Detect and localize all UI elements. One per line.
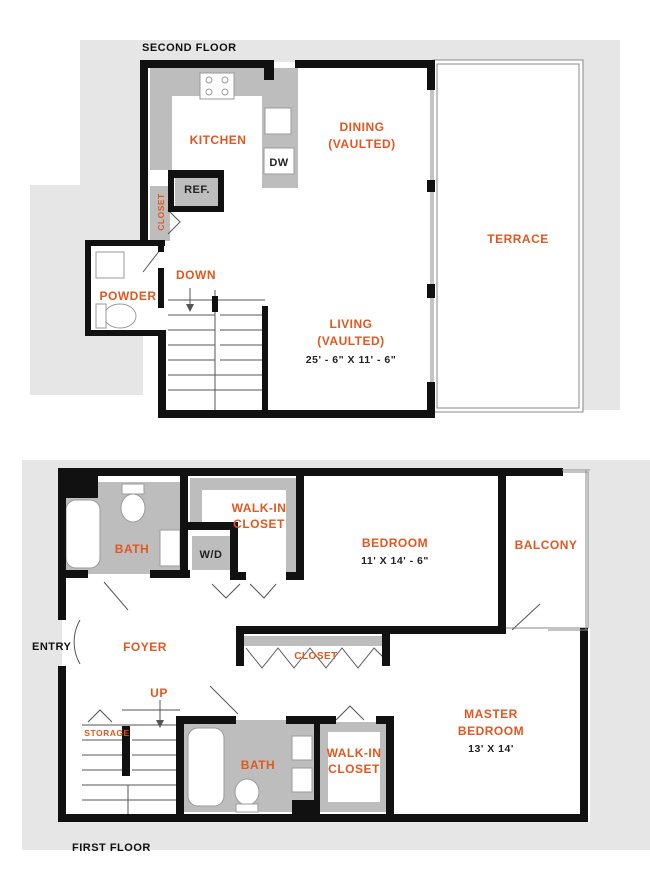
walkin1-door[interactable] bbox=[211, 583, 241, 599]
second-floor-walls bbox=[85, 60, 435, 418]
left-notch bbox=[0, 185, 30, 410]
walkin1-shelf-top bbox=[190, 478, 298, 490]
living-note: (VAULTED) bbox=[317, 334, 384, 348]
bath1-label: BATH bbox=[115, 542, 149, 556]
walkin1-label-line2: CLOSET bbox=[233, 517, 285, 531]
washer-dryer-label: W/D bbox=[200, 549, 223, 561]
terrace-inner-outline bbox=[436, 63, 580, 409]
balcony-floor bbox=[498, 470, 588, 630]
terrace-outline bbox=[432, 59, 584, 413]
cooktop-icon bbox=[199, 72, 235, 100]
kitchen-counter-left bbox=[150, 68, 172, 170]
walkin2-label-line2: CLOSET bbox=[328, 762, 380, 776]
second-floor bbox=[85, 59, 584, 418]
toilet-tank-icon bbox=[95, 303, 107, 329]
balcony-door[interactable] bbox=[511, 603, 541, 631]
closet-bifold-doors[interactable] bbox=[245, 647, 389, 669]
bedroom-door[interactable] bbox=[249, 583, 277, 599]
bathtub-icon bbox=[187, 727, 225, 807]
master-bedroom-dimensions: 13' X 14' bbox=[468, 743, 514, 755]
walkin2-shelf-top bbox=[318, 722, 390, 732]
living-dimensions: 25' - 6" X 11' - 6" bbox=[306, 354, 396, 366]
powder-toilet-icon bbox=[103, 303, 137, 329]
powder-door[interactable] bbox=[142, 249, 161, 273]
down-label: DOWN bbox=[176, 268, 216, 282]
left-margin-bottom bbox=[0, 460, 22, 850]
entry-label: ENTRY bbox=[32, 641, 72, 653]
first-floor-stairs bbox=[82, 700, 180, 822]
foyer-label: FOYER bbox=[123, 640, 167, 654]
bathtub-icon bbox=[65, 499, 101, 569]
terrace-label: TERRACE bbox=[487, 232, 549, 246]
refrigerator-label: REF. bbox=[184, 184, 210, 196]
living-label: LIVING bbox=[329, 317, 372, 331]
middle-gap-left bbox=[0, 395, 160, 415]
bath2-sink-icon bbox=[291, 735, 313, 761]
burner-icon bbox=[205, 76, 213, 84]
closet-shelf bbox=[150, 186, 170, 241]
walkin2-shelf-right bbox=[380, 722, 390, 812]
first-floor-walls bbox=[58, 468, 588, 822]
refrigerator-icon bbox=[175, 175, 219, 207]
closet-door[interactable] bbox=[167, 209, 181, 235]
burner-icon bbox=[221, 88, 229, 96]
bedroom-dimensions: 11' X 14' - 6" bbox=[361, 555, 429, 567]
washer-dryer-icon bbox=[192, 536, 230, 570]
toilet-icon bbox=[234, 778, 260, 806]
toilet-tank-icon bbox=[121, 483, 145, 495]
balcony-label: BALCONY bbox=[515, 538, 578, 552]
walkin2-shelf-bottom bbox=[318, 802, 390, 812]
walkin2-door[interactable] bbox=[335, 705, 365, 721]
second-floor-label: SECOND FLOOR bbox=[142, 42, 237, 54]
bath2-label: BATH bbox=[241, 758, 275, 772]
kitchen-sink-icon bbox=[264, 107, 292, 135]
powder-sink-icon bbox=[95, 251, 125, 279]
walkin1-shelf-left bbox=[190, 478, 202, 528]
dishwasher-icon bbox=[263, 147, 295, 175]
dining-note: (VAULTED) bbox=[328, 137, 395, 151]
down-arrow-icon bbox=[186, 304, 194, 312]
top-margin bbox=[0, 0, 650, 40]
terrace-floor bbox=[433, 60, 583, 412]
middle-gap bbox=[0, 410, 650, 460]
bottom-margin bbox=[0, 850, 650, 886]
storage-door[interactable] bbox=[87, 709, 113, 723]
walkin2-shelf-left bbox=[318, 722, 328, 812]
closet-label: CLOSET bbox=[156, 193, 166, 231]
up-label: UP bbox=[150, 686, 168, 700]
kitchen-label: KITCHEN bbox=[190, 133, 247, 147]
entry-door[interactable] bbox=[73, 619, 81, 665]
first-floor bbox=[58, 468, 590, 822]
bedroom-label: BEDROOM bbox=[362, 536, 428, 550]
top-left-margin bbox=[0, 0, 80, 185]
up-arrow-icon bbox=[156, 720, 164, 728]
master-bedroom-label-line2: BEDROOM bbox=[458, 724, 524, 738]
closet-shelf bbox=[242, 636, 390, 646]
walkin2-label-line1: WALK-IN bbox=[327, 746, 382, 760]
bath1-door[interactable] bbox=[103, 581, 129, 611]
first-floor-label: FIRST FLOOR bbox=[72, 842, 151, 854]
storage-label: STORAGE bbox=[84, 728, 129, 738]
dishwasher-label: DW bbox=[269, 157, 288, 169]
toilet-icon bbox=[120, 493, 146, 523]
walkin1-shelf-right bbox=[286, 478, 298, 574]
closet-label: CLOSET bbox=[294, 651, 338, 662]
right-margin-top bbox=[620, 0, 650, 410]
burner-icon bbox=[221, 76, 229, 84]
toilet-tank-icon bbox=[235, 803, 259, 813]
master-bedroom-label-line1: MASTER bbox=[464, 707, 518, 721]
bath1-sink-icon bbox=[159, 529, 181, 567]
dining-label: DINING bbox=[340, 120, 385, 134]
powder-label: POWDER bbox=[100, 289, 157, 303]
walkin1-label-line1: WALK-IN bbox=[232, 501, 287, 515]
burner-icon bbox=[205, 88, 213, 96]
bath2-door[interactable] bbox=[209, 685, 239, 715]
bath2-sink-icon bbox=[291, 767, 313, 793]
